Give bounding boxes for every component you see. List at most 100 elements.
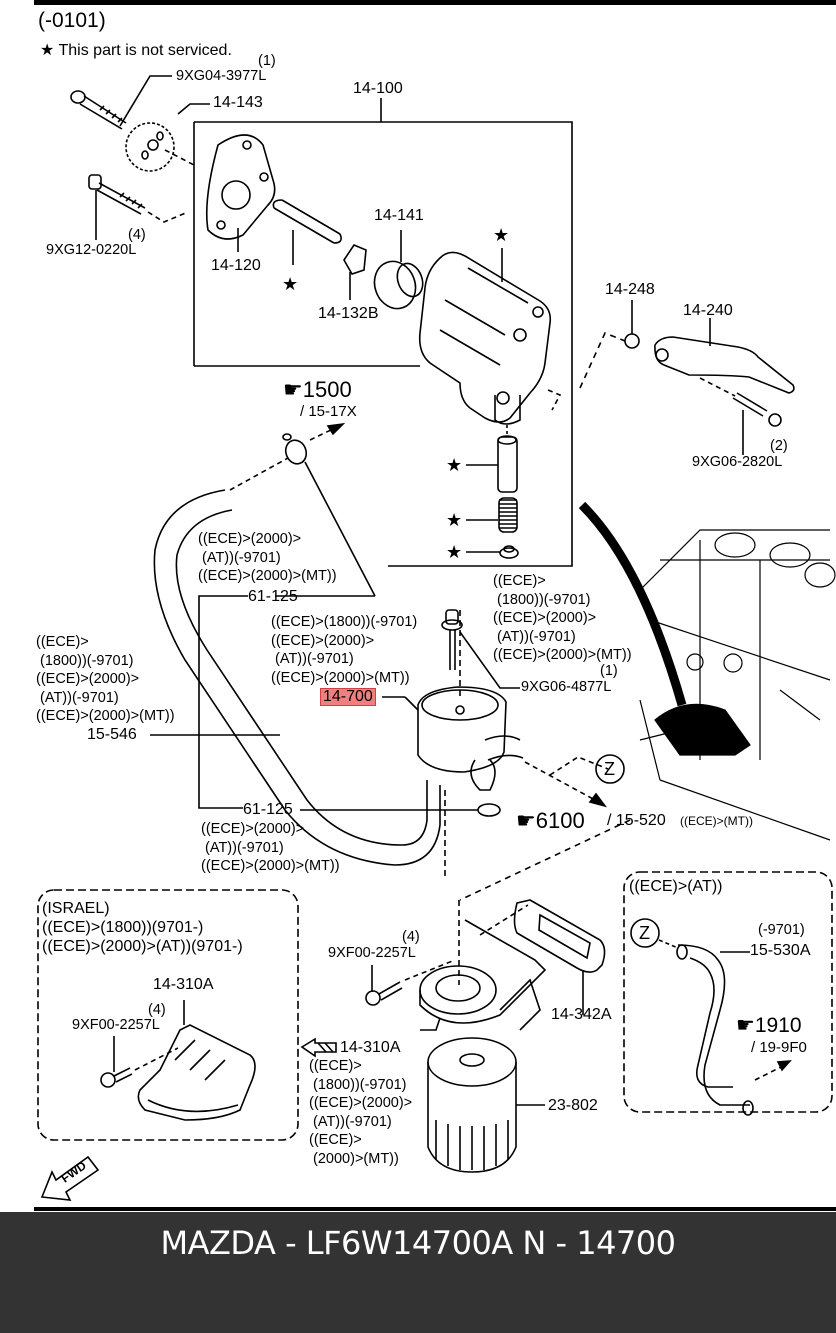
star-plunger-icon: ★ <box>446 455 463 475</box>
star-spring-icon: ★ <box>446 510 463 530</box>
range-note: (-0101) <box>38 9 106 32</box>
shaft-icon <box>272 199 342 244</box>
bolt-filter-body-icon <box>365 981 403 1006</box>
clamp-lower-conditions: ((ECE)>(2000)> (AT))(-9701) ((ECE)>(2000… <box>201 821 340 874</box>
part-23-802[interactable]: 23-802 <box>548 1097 598 1114</box>
engine-block-icon <box>578 501 836 841</box>
ref-1910-sub: / 19-9F0 <box>751 1039 807 1056</box>
part-14-248[interactable]: 14-248 <box>605 281 655 298</box>
ref-6100-condition: ((ECE)>(MT)) <box>680 814 753 828</box>
part-14-141[interactable]: 14-141 <box>374 207 424 224</box>
qty-israel-bolt: (4) <box>148 1002 166 1018</box>
hose-at-range: (-9701) <box>758 922 805 938</box>
ref-6100[interactable]: ☛6100 <box>516 810 585 832</box>
part-9XF00-2257L[interactable]: 9XF00-2257L <box>328 945 416 961</box>
ref-6100-sub: / 15-520 <box>607 812 666 829</box>
clamp-upper-conditions: ((ECE)>(2000)> (AT))(-9701) ((ECE)>(2000… <box>198 531 337 584</box>
part-9XG06-2820L[interactable]: 9XG06-2820L <box>692 454 783 470</box>
arrow-6100-icon <box>588 792 608 808</box>
oring-icon <box>624 333 640 349</box>
part-14-132B[interactable]: 14-132B <box>318 305 379 322</box>
pointing-hand-icon: ☛ <box>283 377 303 402</box>
bottom-border <box>34 1207 836 1211</box>
legend-text: This part is not serviced. <box>58 42 232 59</box>
bolt-cooler-icon <box>441 609 463 670</box>
spring-icon <box>498 497 518 533</box>
part-15-546[interactable]: 15-546 <box>87 726 137 743</box>
israel-variant-box <box>37 889 299 1141</box>
part-14-700-highlighted[interactable]: 14-700 <box>320 688 376 706</box>
callout-z-circle <box>595 754 625 784</box>
ref-1500[interactable]: ☛1500 <box>283 379 352 401</box>
hose-clamp-lower-icon <box>477 803 501 817</box>
part-14-342A[interactable]: 14-342A <box>551 1006 612 1023</box>
part-israel-9XF00-2257L[interactable]: 9XF00-2257L <box>72 1017 160 1033</box>
part-14-240[interactable]: 14-240 <box>683 302 733 319</box>
qty-bolt-left: (4) <box>128 227 146 243</box>
at-variant-box <box>623 871 833 1113</box>
footer-bar: MAZDA - LF6W14700A N - 14700 <box>0 1212 836 1333</box>
ref-1910-number: 1910 <box>754 1014 802 1037</box>
pointing-hand-icon: ☛ <box>736 1014 755 1037</box>
cooler-conditions: ((ECE)>(1800))(-9701) ((ECE)>(2000)> (AT… <box>271 614 418 686</box>
gasket-icon <box>513 899 606 973</box>
bolt-top-icon <box>70 90 127 130</box>
part-14-310A[interactable]: 14-310A <box>340 1039 401 1056</box>
oil-cooler-icon <box>417 686 524 791</box>
arrow-1500-icon <box>326 422 346 436</box>
ref-1910[interactable]: ☛1910 <box>736 1015 802 1036</box>
ref-6100-number: 6100 <box>535 808 585 833</box>
rotor-icon <box>373 260 424 310</box>
leader-sprocket <box>177 103 210 115</box>
leader-clamp-upper <box>304 461 376 597</box>
part-israel-14-310A[interactable]: 14-310A <box>153 976 214 993</box>
pump-assembly-frame <box>194 121 573 567</box>
part-61-125-upper[interactable]: 61-125 <box>248 588 298 605</box>
part-9XG04-3977L[interactable]: 9XG04-3977L <box>176 68 267 84</box>
filter-body-icon <box>419 919 547 1031</box>
plunger-icon <box>497 435 518 493</box>
parts-diagram: (-0101) ★ This part is not serviced. (1)… <box>34 0 836 1211</box>
bolt-cooler-conditions: ((ECE)> (1800))(-9701) ((ECE)>(2000)> (A… <box>493 573 632 663</box>
qty-bolt-filter-body: (4) <box>402 929 420 945</box>
bolt-left-icon <box>88 174 146 215</box>
strainer-icon <box>654 336 795 394</box>
star-plug-icon: ★ <box>446 542 463 562</box>
ref-1500-number: 1500 <box>302 377 352 402</box>
part-9XG06-4877L[interactable]: 9XG06-4877L <box>521 679 612 695</box>
part-9XG12-0220L[interactable]: 9XG12-0220L <box>46 242 137 258</box>
part-14-143[interactable]: 14-143 <box>213 94 263 111</box>
bracket-61-125 <box>198 595 248 809</box>
callout-z-at-circle <box>630 918 660 948</box>
plug-icon <box>499 545 519 559</box>
at-condition: ((ECE)>(AT)) <box>629 878 723 895</box>
star-shaft-icon: ★ <box>282 274 299 294</box>
star-pump-body-icon: ★ <box>493 225 510 245</box>
bolt-strainer-icon <box>732 392 782 427</box>
part-15-530A[interactable]: 15-530A <box>750 942 811 959</box>
hose-conditions: ((ECE)> (1800))(-9701) ((ECE)>(2000)> (A… <box>36 634 175 724</box>
qty-bolt-top: (1) <box>258 53 276 69</box>
hose-at-icon <box>676 944 754 1116</box>
part-14-120[interactable]: 14-120 <box>211 257 261 274</box>
bolt-israel-icon <box>100 1067 133 1088</box>
israel-conditions: (ISRAEL) ((ECE)>(1800))(9701-) ((ECE)>(2… <box>42 900 243 955</box>
leader-bolt-cooler <box>459 631 520 689</box>
arrow-1910-icon <box>776 1060 792 1072</box>
hose-clamp-upper-icon <box>282 433 308 465</box>
callout-z-at: Z <box>639 923 650 943</box>
part-14-100[interactable]: 14-100 <box>353 80 403 97</box>
top-border <box>34 0 836 5</box>
oil-filter-icon <box>427 1037 517 1173</box>
legend: ★ This part is not serviced. <box>40 43 232 59</box>
filter-body-conditions: ((ECE)> (1800))(-9701) ((ECE)>(2000)> (A… <box>309 1058 413 1167</box>
part-61-125-lower[interactable]: 61-125 <box>243 801 293 818</box>
part-title: MAZDA - LF6W14700A N - 14700 <box>160 1224 677 1262</box>
pump-cover-icon <box>205 134 276 240</box>
diagram-drawing <box>34 0 836 1211</box>
pump-body-icon <box>418 251 552 425</box>
qty-bolt-strainer: (2) <box>770 438 788 454</box>
pointing-hand-icon: ☛ <box>516 808 536 833</box>
fwd-arrow-icon <box>40 1155 100 1201</box>
leader-bolt-top <box>119 75 172 127</box>
